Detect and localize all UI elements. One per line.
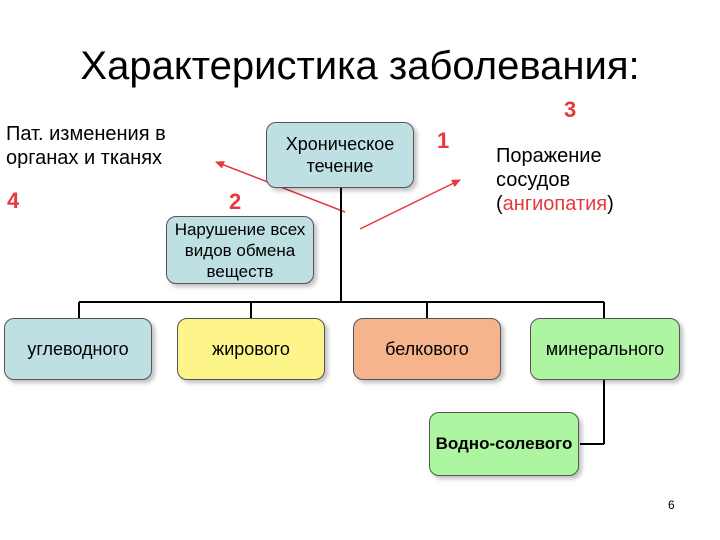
fat-box: жирового: [177, 318, 325, 380]
slide-number: 6: [668, 498, 675, 512]
arrow-to-vessels: [359, 179, 461, 230]
number-2: 2: [229, 189, 242, 214]
metabolism-box: Нарушение всех видов обмена веществ: [166, 216, 314, 284]
number-3: 3: [564, 97, 577, 122]
carbohydrate-box: углеводного: [4, 318, 152, 380]
pathology-text: Пат. изменения в органах и тканях: [6, 123, 166, 169]
vessel-damage-text: Поражение сосудов (ангиопатия): [496, 145, 614, 215]
water-salt-box: Водно-солевого: [429, 412, 579, 476]
number-4: 4: [7, 188, 20, 213]
protein-box: белкового: [353, 318, 501, 380]
chronic-course-box: Хроническое течение: [266, 122, 414, 188]
mineral-box: минерального: [530, 318, 680, 380]
number-1: 1: [437, 128, 450, 153]
slide-title: Характеристика заболевания:: [80, 44, 640, 88]
angiopathy-term: ангиопатия: [502, 193, 608, 215]
